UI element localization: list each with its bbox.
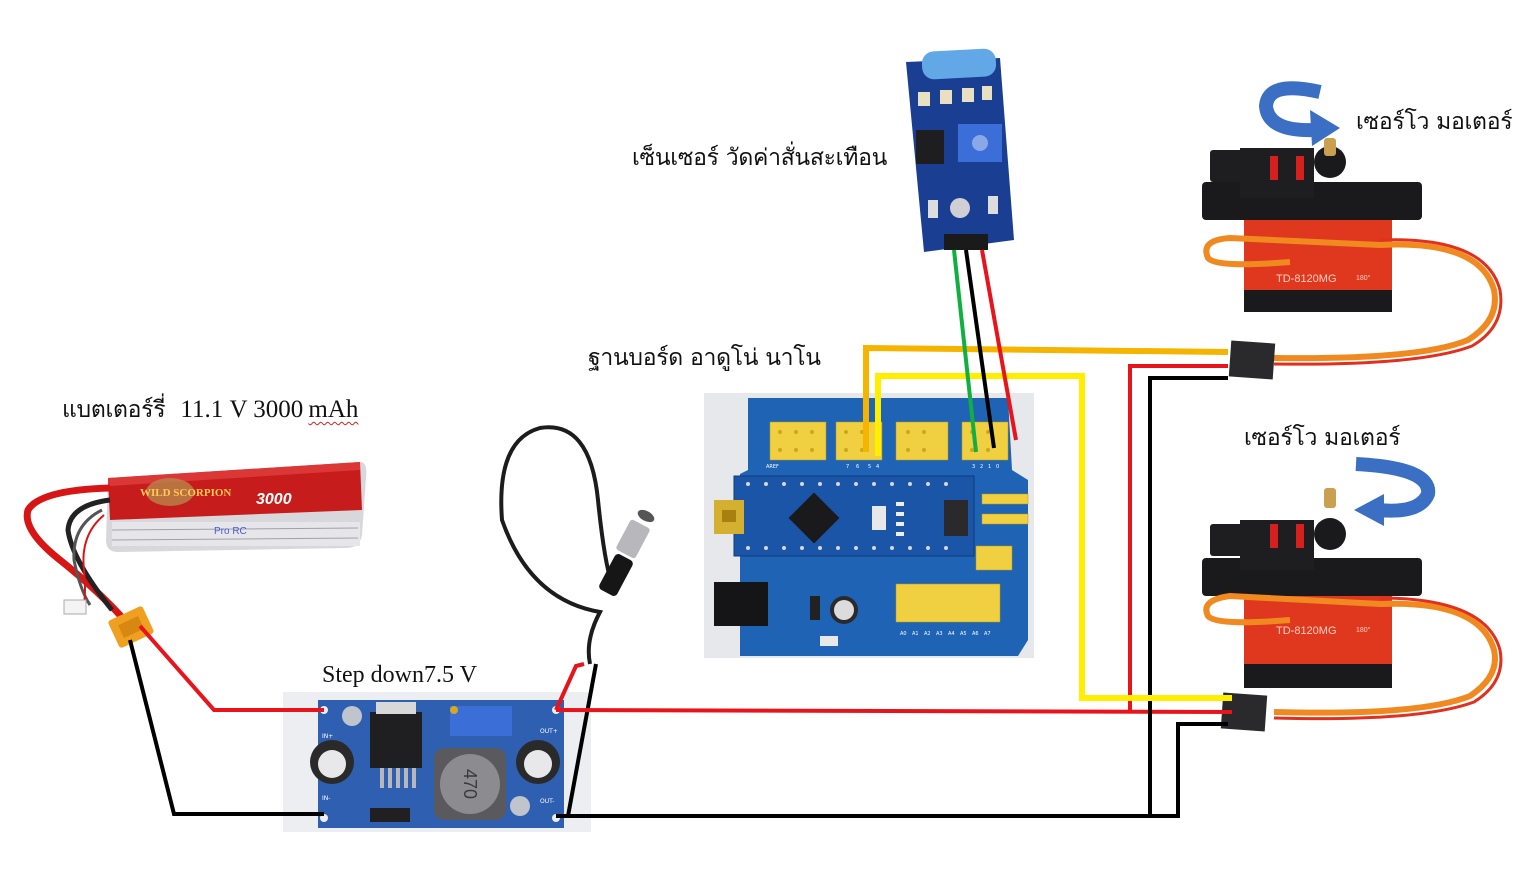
- pin-label-a0: A0: [900, 631, 907, 637]
- pin-label-a7: A7: [984, 631, 991, 637]
- pin-label-aref: AREF: [766, 464, 779, 470]
- servo-bottom-model: TD-8120MG: [1276, 625, 1337, 637]
- wire-servo-ground-bus: [568, 722, 1228, 818]
- battery-sticker: Pro RC: [214, 526, 247, 537]
- wire-servo-power-bus: [555, 708, 1233, 714]
- servo-top-model: TD-8120MG: [1276, 273, 1337, 285]
- pin-label-2: 2: [980, 464, 983, 470]
- wire-sensor-signal: [952, 249, 978, 453]
- xt60-connector: [108, 606, 154, 648]
- pin-label-10: 6: [856, 464, 859, 470]
- rotation-arrow-counterclockwise-icon: [1354, 457, 1436, 526]
- pin-label-3: 3: [972, 464, 975, 470]
- battery-label-thai: แบตเตอร์รี่: [62, 397, 166, 423]
- pin-in-plus: IN+: [322, 733, 333, 740]
- pin-label-a2: A2: [924, 631, 931, 637]
- pin-label-a4: A4: [948, 631, 955, 637]
- servo-top-angle: 180°: [1356, 274, 1371, 282]
- step-down-label: Step down7.5 V: [322, 662, 477, 688]
- wire-sensor-ground: [964, 249, 996, 449]
- arduino-label: ฐานบอร์ด อาดูโน่ นาโน: [588, 345, 821, 371]
- pin-label-8: 4: [876, 464, 879, 470]
- servo-motor-bottom: TD-8120MG 180°: [1202, 488, 1503, 732]
- svg-text:WILD SCORPION: WILD SCORPION: [140, 487, 231, 499]
- servo-bottom-label: เซอร์โว มอเตอร์: [1244, 425, 1401, 451]
- wire-servo-bottom-signal: [875, 373, 1232, 701]
- wire-battery-negative: [128, 639, 324, 816]
- battery-label-spec: 11.1 V 3000: [180, 396, 304, 423]
- vibration-sensor-module: [906, 48, 1014, 252]
- pin-label-a1: A1: [912, 631, 919, 637]
- wire-servo-top-signal: [863, 344, 1229, 452]
- pin-label-a3: A3: [936, 631, 943, 637]
- battery-label-unit: mAh: [308, 396, 359, 423]
- sensor-label: เซ็นเซอร์ วัดค่าสั่นสะเทือน: [632, 145, 888, 171]
- pin-label-0: 0: [996, 464, 999, 470]
- wire-servo-top-power: [1128, 364, 1228, 710]
- servo-top-label: เซอร์โว มอเตอร์: [1356, 109, 1513, 135]
- wire-battery-positive: [138, 624, 324, 712]
- servo-bottom-angle: 180°: [1356, 626, 1371, 634]
- step-down-module: 470 IN+ IN- OUT+ OUT-: [283, 692, 591, 832]
- pin-label-9: 5: [868, 464, 871, 470]
- pin-label-a5: A5: [960, 631, 967, 637]
- dc-barrel-cable: [499, 425, 655, 665]
- wires: [128, 249, 1233, 818]
- battery-pack: WILD SCORPION 3000 Pro RC: [23, 462, 367, 648]
- wire-sensor-power: [980, 249, 1018, 441]
- servo-motor-top: TD-8120MG 180°: [1202, 138, 1503, 380]
- wire-dc-positive: [554, 662, 585, 711]
- pin-out-plus: OUT+: [540, 728, 558, 735]
- battery-label: แบตเตอร์รี่ 11.1 V 3000 mAh: [62, 392, 358, 428]
- rotation-arrow-clockwise-icon: [1258, 81, 1340, 146]
- inductor-marking: 470: [460, 769, 480, 799]
- battery-capacity-print: 3000: [256, 491, 292, 508]
- pin-out-minus: OUT-: [540, 798, 554, 805]
- wire-servo-top-ground: [1148, 376, 1228, 816]
- pin-label-1: 1: [988, 464, 991, 470]
- arduino-nano-shield: AREF 7 6 5 4 3 2 1 0 A0 A1 A2 A3 A4 A5 A…: [704, 393, 1034, 658]
- pin-label-a6: A6: [972, 631, 979, 637]
- pin-label-11: 7: [846, 464, 849, 470]
- pin-in-minus: IN-: [322, 795, 330, 802]
